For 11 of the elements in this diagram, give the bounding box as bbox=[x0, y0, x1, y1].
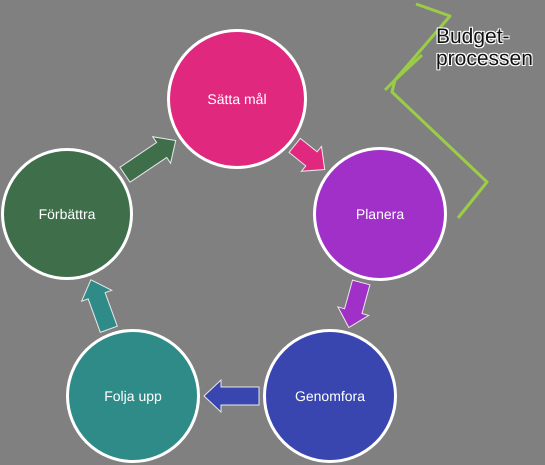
step-label: Förbättra bbox=[38, 206, 96, 222]
block-arrow bbox=[80, 279, 118, 333]
step-label: Sätta mål bbox=[207, 91, 267, 107]
step-label: Genomfora bbox=[294, 388, 366, 404]
block-arrow bbox=[203, 378, 260, 414]
step-label: Folja upp bbox=[104, 388, 162, 404]
block-arrow bbox=[336, 279, 371, 328]
bracket-label: Budget-processen bbox=[436, 26, 534, 70]
block-arrow bbox=[119, 136, 176, 183]
block-arrow bbox=[288, 138, 326, 172]
step-label: Planera bbox=[356, 206, 404, 222]
